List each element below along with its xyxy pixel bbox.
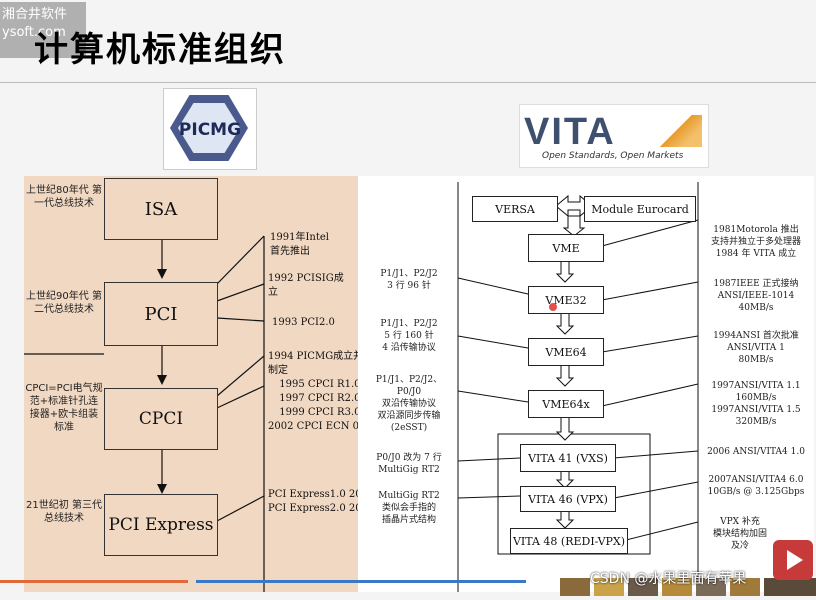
vita-logo-text: VITA bbox=[524, 111, 616, 153]
right-note-vita48: VPX 补充 模块结构加固 及冷 bbox=[712, 517, 767, 551]
thumbnail-strip[interactable] bbox=[560, 578, 816, 596]
left-note-vme64: P1/J1、P2/J2 5 行 160 针 4 沿传输协议 bbox=[380, 319, 438, 353]
play-button[interactable] bbox=[773, 540, 813, 580]
right-note-vme32: 1987IEEE 正式接纳 ANSI/IEEE-1014 40MB/s bbox=[713, 279, 799, 313]
vita46-box: VITA 46 (VPX) bbox=[520, 486, 616, 512]
title-divider bbox=[0, 82, 816, 83]
note-intel-1991: 1991年Intel 首先推出 bbox=[270, 232, 329, 257]
watermark-line2: ysoft.com bbox=[2, 25, 66, 40]
vme64x-box: VME64x bbox=[528, 390, 604, 418]
vita-swoosh-icon bbox=[640, 115, 702, 147]
era-label-1990s: 上世纪90年代 第二代总线技术 bbox=[26, 291, 102, 315]
progress-bar-right bbox=[196, 580, 526, 583]
footer-credit: CSDN @水果里面有苹果 bbox=[590, 571, 747, 587]
right-note-vme64: 1994ANSI 首次批准 ANSI/VITA 1 80MB/s bbox=[713, 331, 799, 365]
note-pcisig-1992: 1992 PCISIG成 立 bbox=[268, 273, 344, 298]
right-note-vme: 1981Motorola 推出 支持并独立于多处理器 1984 年 VITA 成… bbox=[710, 225, 801, 259]
right-note-vme64x: 1997ANSI/VITA 1.1 160MB/s 1997ANSI/VITA … bbox=[711, 381, 801, 427]
pci-express-box: PCI Express bbox=[104, 494, 218, 556]
progress-bar-left bbox=[0, 580, 188, 583]
left-note-vita41: P0/J0 改为 7 行 MultiGig RT2 bbox=[376, 453, 442, 475]
vita41-box: VITA 41 (VXS) bbox=[520, 444, 616, 472]
picmg-logo: PICMG bbox=[163, 88, 257, 170]
right-note-vita41: 2006 ANSI/VITA4 1.0 bbox=[707, 447, 805, 457]
picmg-connectors bbox=[24, 235, 265, 592]
era-label-2000s: 21世纪初 第三代总线技术 bbox=[26, 500, 102, 524]
vme32-box: VME32 bbox=[528, 286, 604, 314]
watermark-logo: 湘合井软件 ysoft.com bbox=[0, 2, 86, 58]
vita48-box: VITA 48 (REDI-VPX) bbox=[510, 528, 628, 554]
cpci-box: CPCI bbox=[104, 388, 218, 450]
note-cpci-releases: 1995 CPCI R1.0 1997 CPCI R2.0 1999 CPCI … bbox=[268, 379, 372, 432]
picmg-logo-text: PICMG bbox=[178, 120, 242, 140]
left-note-vita46: MultiGig RT2 类似会手指的 插晶片式结构 bbox=[378, 491, 440, 525]
vita-diagram: VERSA Module Eurocard VME VME32 VME64 VM… bbox=[358, 176, 814, 592]
left-note-vme32: P1/J1、P2/J2 3 行 96 针 bbox=[380, 269, 438, 291]
pci-box: PCI bbox=[104, 282, 218, 346]
right-note-vita46: 2007ANSI/VITA4 6.0 10GB/s @ 3.125Gbps bbox=[707, 475, 805, 497]
vita-logo: VITA Open Standards, Open Markets bbox=[519, 104, 709, 168]
watermark-line1: 湘合井软件 bbox=[2, 7, 68, 22]
isa-box: ISA bbox=[104, 178, 218, 240]
left-note-vme64x: P1/J1、P2/J2、 P0/J0 双沿传输协议 双沿源同步传输 (2eSST… bbox=[375, 375, 443, 433]
vita-connectors bbox=[457, 182, 699, 592]
vme-box: VME bbox=[528, 234, 604, 262]
thumbnail-images bbox=[560, 578, 816, 596]
vita-tagline: Open Standards, Open Markets bbox=[542, 151, 684, 161]
note-picmg-1994: 1994 PICMG成立并 制定 bbox=[268, 351, 364, 376]
play-icon bbox=[787, 550, 803, 570]
slide-title: 计算机标准组织 bbox=[34, 30, 286, 70]
era-label-cpci: CPCI=PCI电气规 范+标准针孔连 接器+欧卡组装 标准 bbox=[25, 383, 103, 433]
versa-box: VERSA bbox=[472, 196, 558, 222]
picmg-diagram: 上世纪80年代 第一代总线技术 上世纪90年代 第二代总线技术 CPCI=PCI… bbox=[24, 176, 374, 592]
era-label-1980s: 上世纪80年代 第一代总线技术 bbox=[26, 185, 102, 209]
vme64-box: VME64 bbox=[528, 338, 604, 366]
note-pci20-1993: 1993 PCI2.0 bbox=[272, 317, 335, 328]
mouse-pointer-icon bbox=[549, 303, 557, 311]
module-eurocard-box: Module Eurocard bbox=[584, 196, 696, 222]
